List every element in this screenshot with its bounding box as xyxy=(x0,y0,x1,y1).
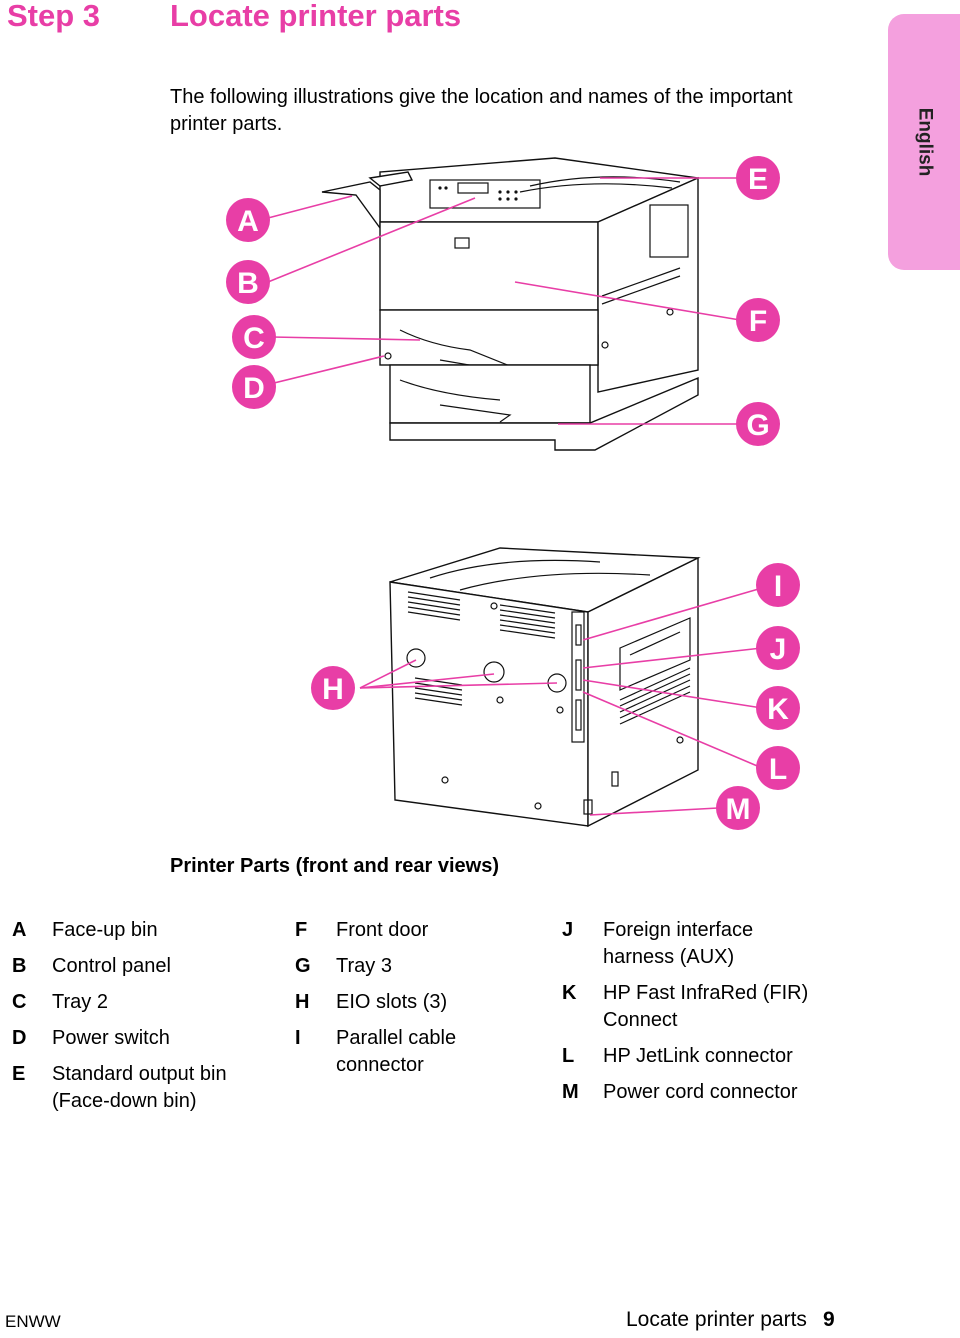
legend-text: Tray 2 xyxy=(52,991,108,1013)
legend-letter: D xyxy=(12,1027,27,1049)
printer-illustrations: A B C D E F G H I J K L M xyxy=(226,156,800,830)
legend-letter: F xyxy=(295,919,308,941)
footer-left: ENWW xyxy=(5,1312,61,1331)
language-tab[interactable] xyxy=(888,14,960,270)
legend-letter: E xyxy=(12,1063,26,1085)
legend-item: L HP JetLink connector xyxy=(562,1043,862,1070)
callout-e: E xyxy=(736,156,780,200)
legend-text: HP Fast InfraRed (FIR) Connect xyxy=(603,982,809,1031)
legend-item: J Foreign interface harness (AUX) xyxy=(562,917,862,971)
step-label: Step 3 xyxy=(7,0,101,33)
callout-b: B xyxy=(226,260,270,304)
legend-letter: A xyxy=(12,919,27,941)
svg-text:G: G xyxy=(746,409,769,442)
legend-text: Foreign interface harness (AUX) xyxy=(603,919,754,968)
figure-caption: Printer Parts (front and rear views) xyxy=(170,855,499,877)
page-number: 9 xyxy=(822,1308,835,1331)
legend-letter: H xyxy=(295,991,310,1013)
callout-a: A xyxy=(226,198,270,242)
front-view-printer xyxy=(321,157,701,451)
legend-letter: I xyxy=(295,1027,301,1049)
legend-item: G Tray 3 xyxy=(295,953,535,980)
legend-item: K HP Fast InfraRed (FIR) Connect xyxy=(562,980,862,1034)
legend-text: EIO slots (3) xyxy=(336,991,448,1013)
callout-h: H xyxy=(311,666,355,710)
legend-text: Face-up bin xyxy=(52,919,158,941)
svg-text:H: H xyxy=(322,673,344,706)
legend-column-2: F Front door G Tray 3 H EIO slots (3) I Para… xyxy=(295,917,535,1088)
rear-leader-lines xyxy=(359,587,763,816)
callout-l: L xyxy=(756,746,800,790)
svg-text:E: E xyxy=(748,163,768,196)
footer-right: Locate printer parts 9 xyxy=(626,1308,835,1332)
svg-text:F: F xyxy=(749,305,767,338)
legend-text: Front door xyxy=(336,919,429,941)
footer-section-title: Locate printer parts xyxy=(626,1308,807,1331)
legend-letter: L xyxy=(562,1045,575,1067)
legend-item: I Parallel cable connector xyxy=(295,1025,535,1079)
front-leader-lines xyxy=(267,177,741,425)
legend-letter: B xyxy=(12,955,27,977)
svg-text:L: L xyxy=(769,753,787,786)
callout-k: K xyxy=(756,686,800,730)
legend-text: Control panel xyxy=(52,955,171,977)
legend-text: Tray 3 xyxy=(336,955,392,977)
callout-f: F xyxy=(736,298,780,342)
svg-text:C: C xyxy=(243,322,265,355)
svg-text:J: J xyxy=(770,633,787,666)
legend-item: E Standard output bin (Face-down bin) xyxy=(12,1061,267,1115)
legend-item: C Tray 2 xyxy=(12,989,267,1016)
legend-text: Power switch xyxy=(52,1027,170,1049)
legend-letter: C xyxy=(12,991,27,1013)
intro-text: The following illustrations give the loc… xyxy=(170,86,793,135)
svg-text:D: D xyxy=(243,372,265,405)
legend-item: H EIO slots (3) xyxy=(295,989,535,1016)
svg-text:I: I xyxy=(774,570,782,603)
callout-d: D xyxy=(232,365,276,409)
legend-item: D Power switch xyxy=(12,1025,267,1052)
legend-letter: K xyxy=(562,982,577,1004)
svg-text:K: K xyxy=(767,693,789,726)
legend-column-3: J Foreign interface harness (AUX) K HP Fas… xyxy=(562,917,862,1115)
legend-letter: J xyxy=(562,919,574,941)
svg-text:A: A xyxy=(237,205,259,238)
legend-item: A Face-up bin xyxy=(12,917,267,944)
callout-markers: A B C D E F G H I J K L M xyxy=(226,156,800,830)
legend-item: B Control panel xyxy=(12,953,267,980)
page-title: Locate printer parts xyxy=(170,0,462,33)
rear-view-printer xyxy=(389,547,701,828)
legend-item: M Power cord connector xyxy=(562,1079,862,1106)
legend-text: HP JetLink connector xyxy=(603,1045,793,1067)
legend-column-1: A Face-up bin B Control panel C Tray 2 D Pow… xyxy=(12,917,267,1124)
legend-letter: G xyxy=(295,955,311,977)
legend-item: F Front door xyxy=(295,917,535,944)
svg-text:B: B xyxy=(237,267,259,300)
legend-text: Parallel cable connector xyxy=(336,1027,457,1076)
callout-c: C xyxy=(232,315,276,359)
callout-i: I xyxy=(756,563,800,607)
legend-letter: M xyxy=(562,1081,579,1103)
legend-text: Power cord connector xyxy=(603,1081,798,1103)
callout-m: M xyxy=(716,786,760,830)
legend-text: Standard output bin (Face-down bin) xyxy=(52,1063,227,1112)
callout-j: J xyxy=(756,626,800,670)
callout-g: G xyxy=(736,402,780,446)
svg-text:M: M xyxy=(726,793,751,826)
